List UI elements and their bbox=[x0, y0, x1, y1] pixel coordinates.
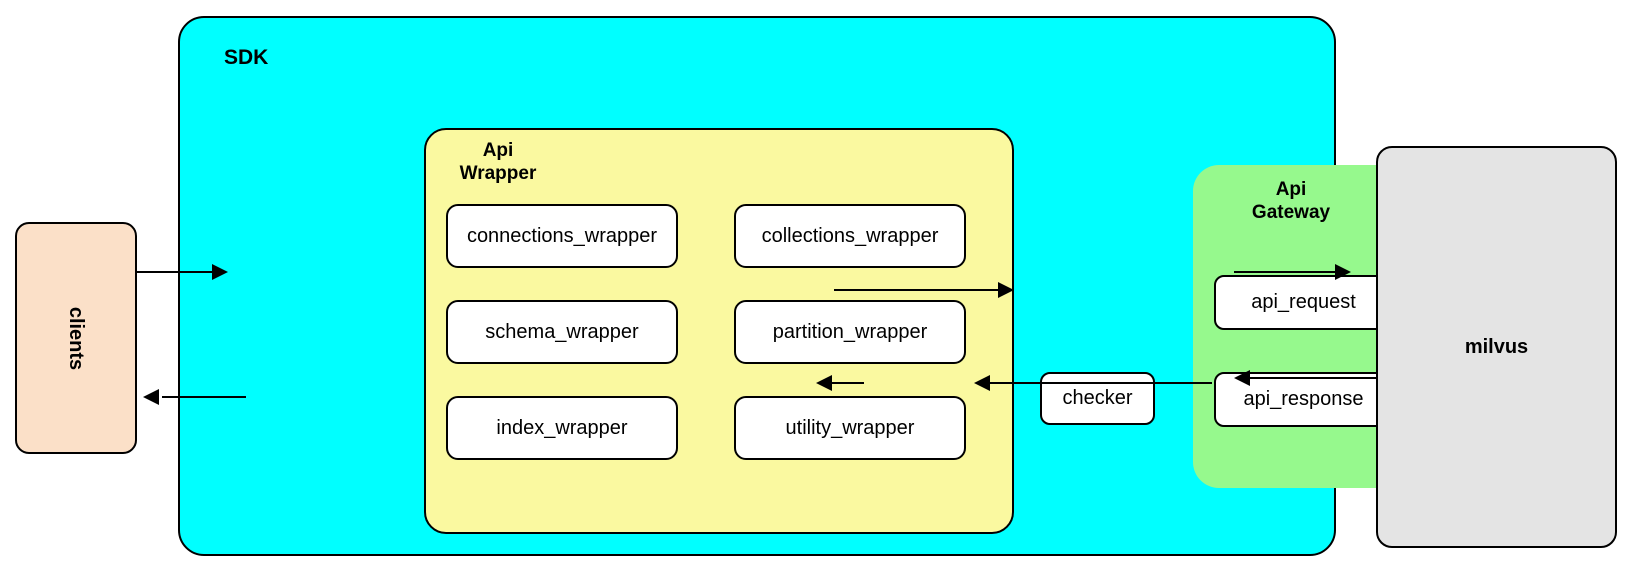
arrow-line-api-request-to-milvus bbox=[1234, 271, 1340, 273]
arrow-head-milvus-to-api-response bbox=[1234, 370, 1250, 386]
node-utility-wrapper[interactable]: utility_wrapper bbox=[734, 396, 966, 460]
sdk-label: SDK bbox=[224, 46, 269, 69]
arrow-head-api-wrapper-to-clients bbox=[143, 389, 159, 405]
arrow-head-api-response-to-checker bbox=[974, 375, 990, 391]
api-wrapper-label-line1: Api bbox=[482, 140, 514, 161]
node-index-wrapper[interactable]: index_wrapper bbox=[446, 396, 678, 460]
arrow-head-checker-to-api-wrapper bbox=[816, 375, 832, 391]
node-connections-wrapper[interactable]: connections_wrapper bbox=[446, 204, 678, 268]
arrow-line-api-wrapper-to-api-gateway bbox=[834, 289, 1000, 291]
api-wrapper-label: Api Wrapper bbox=[438, 140, 558, 186]
arrow-line-api-wrapper-to-clients bbox=[162, 396, 246, 398]
arrow-head-clients-to-api-wrapper bbox=[212, 264, 228, 280]
node-schema-wrapper[interactable]: schema_wrapper bbox=[446, 300, 678, 364]
arrow-head-api-request-to-milvus bbox=[1335, 264, 1351, 280]
arrow-head-api-wrapper-to-api-gateway bbox=[998, 282, 1014, 298]
node-checker[interactable]: checker bbox=[1040, 372, 1155, 425]
node-collections-wrapper[interactable]: collections_wrapper bbox=[734, 204, 966, 268]
arrow-line-api-response-to-checker bbox=[990, 382, 1212, 384]
api-gateway-label-line2: Gateway bbox=[1251, 201, 1331, 223]
api-gateway-label: Api Gateway bbox=[1211, 179, 1371, 225]
api-wrapper-container[interactable]: Api Wrapper connections_wrapper collecti… bbox=[424, 128, 1014, 534]
node-api-request[interactable]: api_request bbox=[1214, 275, 1393, 330]
node-partition-wrapper[interactable]: partition_wrapper bbox=[734, 300, 966, 364]
clients-label: clients bbox=[17, 224, 135, 452]
api-gateway-label-line1: Api bbox=[1275, 179, 1307, 200]
clients-node[interactable]: clients bbox=[15, 222, 137, 454]
clients-label-text: clients bbox=[65, 306, 88, 370]
arrow-line-clients-to-api-wrapper bbox=[137, 271, 220, 273]
api-wrapper-label-line2: Wrapper bbox=[459, 162, 537, 184]
milvus-node[interactable]: milvus bbox=[1376, 146, 1617, 548]
arrow-line-checker-to-api-wrapper bbox=[832, 382, 864, 384]
arrow-line-milvus-to-api-response bbox=[1250, 377, 1376, 379]
sdk-container[interactable]: SDK Api Wrapper connections_wrapper coll… bbox=[178, 16, 1418, 556]
